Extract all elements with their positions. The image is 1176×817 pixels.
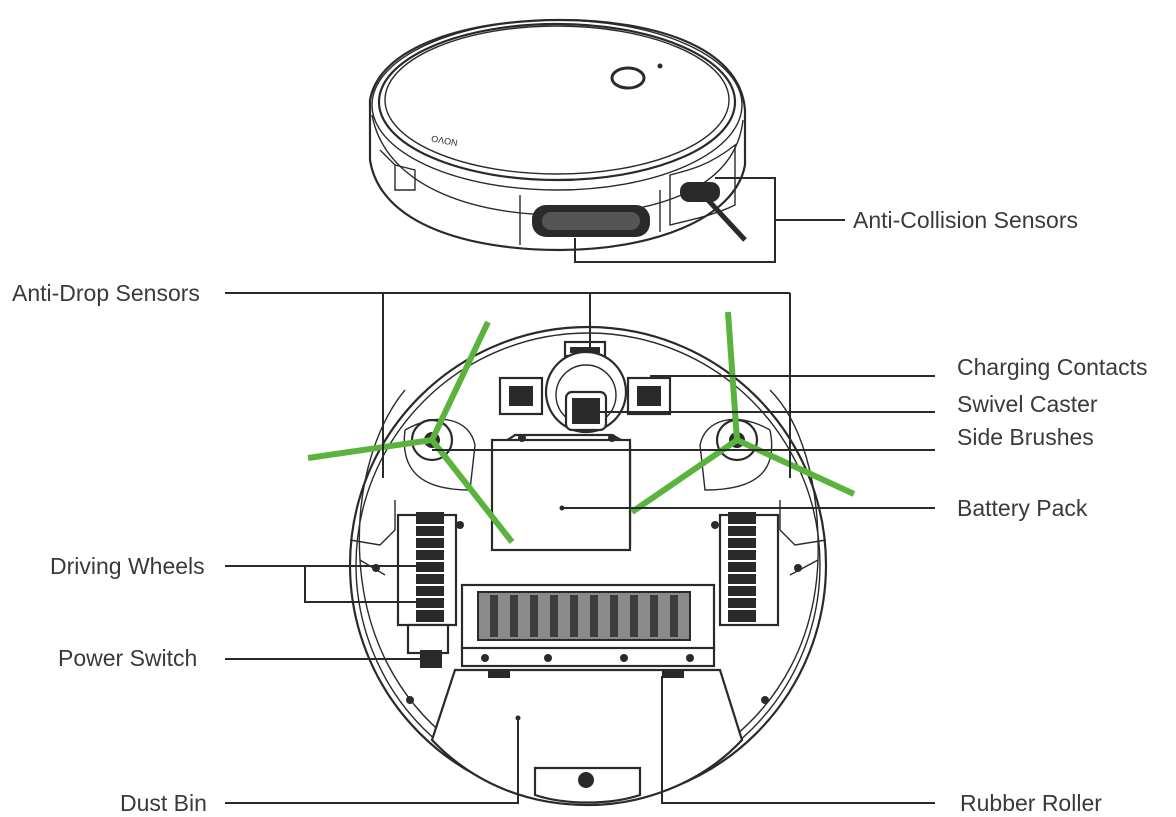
label-driving-wheels: Driving Wheels: [50, 553, 205, 579]
label-rubber-roller: Rubber Roller: [960, 790, 1102, 816]
label-battery-pack: Battery Pack: [957, 495, 1088, 521]
label-side-brushes: Side Brushes: [957, 424, 1094, 450]
label-power-switch: Power Switch: [58, 645, 197, 671]
driving-wheel-right: [728, 512, 756, 622]
label-anti-collision-sensors: Anti-Collision Sensors: [853, 207, 1078, 233]
robot-bottom-view: [307, 311, 856, 807]
side-brush-left: [429, 320, 491, 442]
label-swivel-caster: Swivel Caster: [957, 391, 1098, 417]
label-charging-contacts: Charging Contacts: [957, 354, 1148, 380]
label-dust-bin: Dust Bin: [120, 790, 207, 816]
battery-pack: [490, 438, 632, 552]
leader-lines: [225, 177, 935, 804]
dust-bin: [430, 668, 744, 807]
rubber-roller: [477, 591, 691, 641]
label-anti-drop-sensors: Anti-Drop Sensors: [12, 280, 200, 306]
svg-text:NOVO: NOVO: [430, 133, 458, 147]
robot-top-view: NOVO: [368, 18, 747, 252]
power-button-icon: [610, 66, 646, 90]
labels: Anti-Collision Sensors Anti-Drop Sensors…: [12, 207, 1148, 816]
power-switch: [420, 650, 442, 668]
